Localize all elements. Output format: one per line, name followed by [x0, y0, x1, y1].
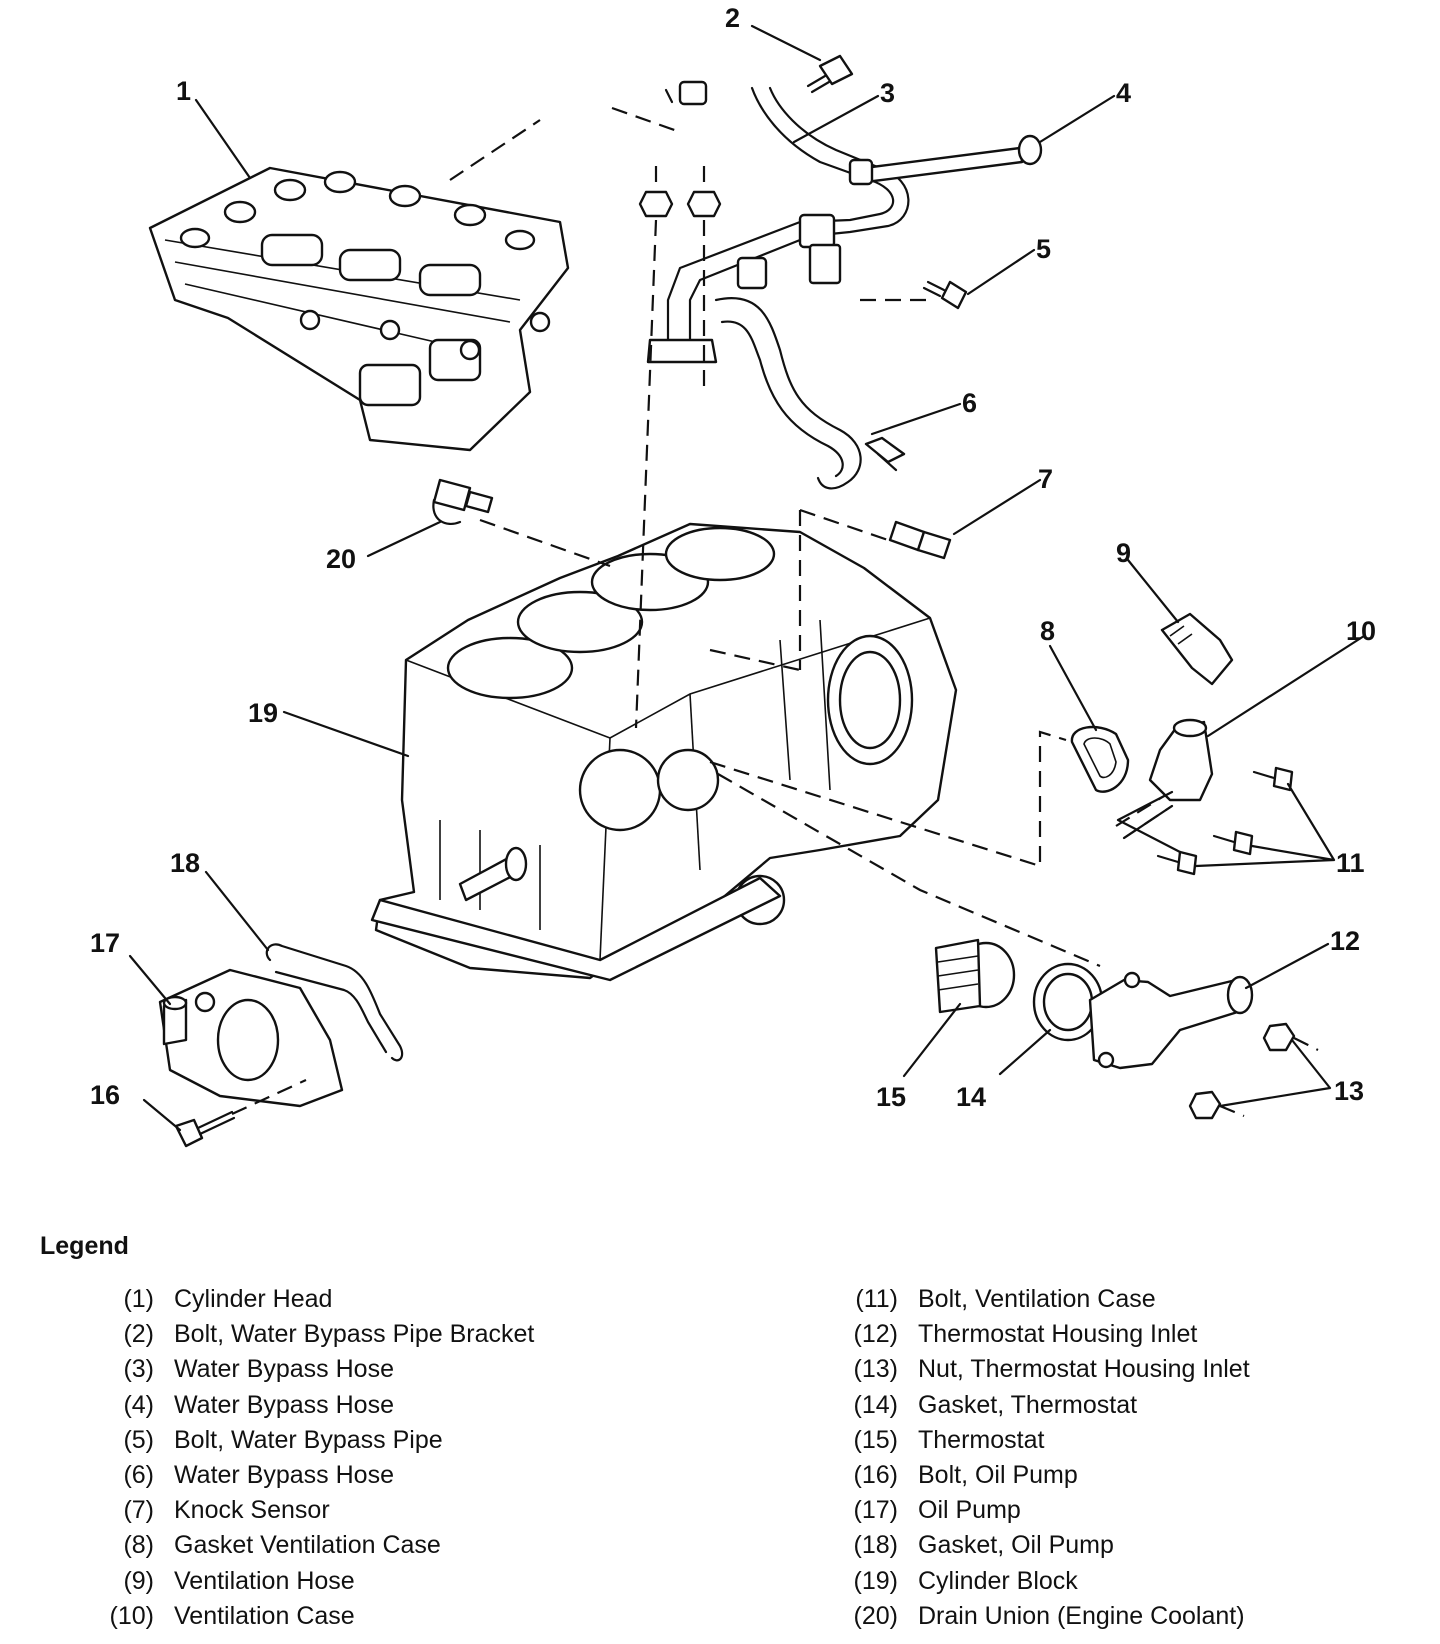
- callout-1: 1: [176, 76, 191, 106]
- legend-column-left: (1) Cylinder Head (2) Bolt, Water Bypass P…: [86, 1282, 726, 1634]
- oil-pump-group-drawing: [158, 943, 404, 1148]
- legend-item-number: (9): [123, 1566, 154, 1595]
- callout-8: 8: [1040, 616, 1055, 646]
- legend-item: (20) Drain Union (Engine Coolant): [830, 1599, 1430, 1634]
- legend-item-number: (12): [853, 1320, 898, 1349]
- legend-item-label: Bolt, Oil Pump: [918, 1461, 1078, 1490]
- legend-item-label: Oil Pump: [918, 1496, 1021, 1525]
- legend-item: (4) Water Bypass Hose: [86, 1388, 726, 1423]
- legend-item-number: (19): [853, 1566, 898, 1595]
- legend-item-label: Gasket Ventilation Case: [174, 1531, 441, 1560]
- legend-item: (19) Cylinder Block: [830, 1564, 1430, 1599]
- legend-item: (10) Ventilation Case: [86, 1599, 726, 1634]
- legend-item: (17) Oil Pump: [830, 1493, 1430, 1528]
- callout-11: 11: [1336, 848, 1365, 878]
- callout-13: 13: [1334, 1076, 1364, 1106]
- legend-item-label: Water Bypass Hose: [174, 1355, 394, 1384]
- legend-item: (11) Bolt, Ventilation Case: [830, 1282, 1430, 1317]
- callout-18: 18: [170, 848, 200, 878]
- legend-item: (13) Nut, Thermostat Housing Inlet: [830, 1352, 1430, 1387]
- legend-item-number: (10): [109, 1601, 154, 1630]
- legend-item-number: (2): [123, 1320, 154, 1349]
- legend-item-number: (6): [123, 1461, 154, 1490]
- legend: Legend (1) Cylinder Head (2) Bolt, Water B…: [0, 1218, 1440, 1638]
- legend-item: (7) Knock Sensor: [86, 1493, 726, 1528]
- legend-item-label: Thermostat Housing Inlet: [918, 1320, 1198, 1349]
- legend-item-number: (13): [853, 1355, 898, 1384]
- callout-9: 9: [1116, 538, 1131, 568]
- legend-item-number: (5): [123, 1425, 154, 1454]
- legend-item-number: (14): [853, 1390, 898, 1419]
- legend-item-label: Cylinder Head: [174, 1285, 333, 1314]
- callout-7: 7: [1038, 464, 1053, 494]
- callout-10: 10: [1346, 616, 1376, 646]
- cylinder-head-drawing: [148, 166, 570, 452]
- thermostat-group-drawing: [934, 938, 1296, 1120]
- legend-item-number: (3): [123, 1355, 154, 1384]
- legend-column-right: (11) Bolt, Ventilation Case (12) Thermosta…: [830, 1282, 1430, 1634]
- ventilation-case-drawing: [1070, 612, 1294, 876]
- legend-item: (5) Bolt, Water Bypass Pipe: [86, 1423, 726, 1458]
- legend-title: Legend: [40, 1232, 129, 1260]
- callout-3: 3: [880, 78, 895, 108]
- legend-item: (3) Water Bypass Hose: [86, 1352, 726, 1387]
- legend-item-label: Thermostat: [918, 1425, 1045, 1454]
- legend-item-number: (20): [853, 1601, 898, 1630]
- legend-item-label: Water Bypass Hose: [174, 1461, 394, 1490]
- legend-item-number: (7): [123, 1496, 154, 1525]
- legend-item: (9) Ventilation Hose: [86, 1564, 726, 1599]
- legend-item: (1) Cylinder Head: [86, 1282, 726, 1317]
- legend-item-label: Bolt, Water Bypass Pipe: [174, 1425, 443, 1454]
- callout-19: 19: [248, 698, 278, 728]
- legend-item: (8) Gasket Ventilation Case: [86, 1528, 726, 1563]
- water-bypass-assembly-drawing: [638, 54, 1043, 490]
- callout-15: 15: [876, 1082, 906, 1112]
- legend-item: (6) Water Bypass Hose: [86, 1458, 726, 1493]
- legend-item-number: (15): [853, 1425, 898, 1454]
- legend-item-label: Water Bypass Hose: [174, 1390, 394, 1419]
- callout-6: 6: [962, 388, 977, 418]
- knock-sensor-drawing: [888, 520, 952, 560]
- legend-item-label: Gasket, Thermostat: [918, 1390, 1138, 1419]
- legend-item-number: (11): [855, 1285, 898, 1314]
- legend-item: (14) Gasket, Thermostat: [830, 1388, 1430, 1423]
- callout-17: 17: [90, 928, 120, 958]
- legend-item: (12) Thermostat Housing Inlet: [830, 1317, 1430, 1352]
- legend-item-number: (8): [123, 1531, 154, 1560]
- callout-2: 2: [725, 3, 740, 33]
- legend-item-label: Ventilation Hose: [174, 1566, 355, 1595]
- legend-item-label: Drain Union (Engine Coolant): [918, 1601, 1245, 1630]
- legend-item-label: Nut, Thermostat Housing Inlet: [918, 1355, 1250, 1384]
- legend-item-label: Cylinder Block: [918, 1566, 1078, 1595]
- callout-16: 16: [90, 1080, 120, 1110]
- exploded-engine-diagram: 1 2 3 4 5 6 7 8 9 10 11 12 13 14 15 16 1…: [90, 3, 1376, 1148]
- legend-item: (15) Thermostat: [830, 1423, 1430, 1458]
- legend-item-number: (1): [123, 1285, 154, 1314]
- legend-item-label: Bolt, Ventilation Case: [918, 1285, 1156, 1314]
- callout-4: 4: [1116, 78, 1131, 108]
- callout-5: 5: [1036, 234, 1051, 264]
- callout-12: 12: [1330, 926, 1360, 956]
- legend-item-number: (18): [853, 1531, 898, 1560]
- callout-20: 20: [326, 544, 356, 574]
- legend-item-label: Ventilation Case: [174, 1601, 355, 1630]
- callout-14: 14: [956, 1082, 986, 1112]
- legend-item-number: (16): [853, 1461, 898, 1490]
- leader-lines: [128, 24, 1366, 1132]
- legend-item-label: Knock Sensor: [174, 1496, 330, 1525]
- legend-item: (2) Bolt, Water Bypass Pipe Bracket: [86, 1317, 726, 1352]
- legend-item: (18) Gasket, Oil Pump: [830, 1528, 1430, 1563]
- legend-item: (16) Bolt, Oil Pump: [830, 1458, 1430, 1493]
- legend-item-number: (17): [853, 1496, 898, 1525]
- legend-item-label: Gasket, Oil Pump: [918, 1531, 1114, 1560]
- assembly-lines: [231, 106, 1319, 1118]
- cylinder-block-drawing: [370, 522, 958, 982]
- drain-union-drawing: [432, 478, 494, 526]
- legend-item-label: Bolt, Water Bypass Pipe Bracket: [174, 1320, 535, 1349]
- legend-item-number: (4): [123, 1390, 154, 1419]
